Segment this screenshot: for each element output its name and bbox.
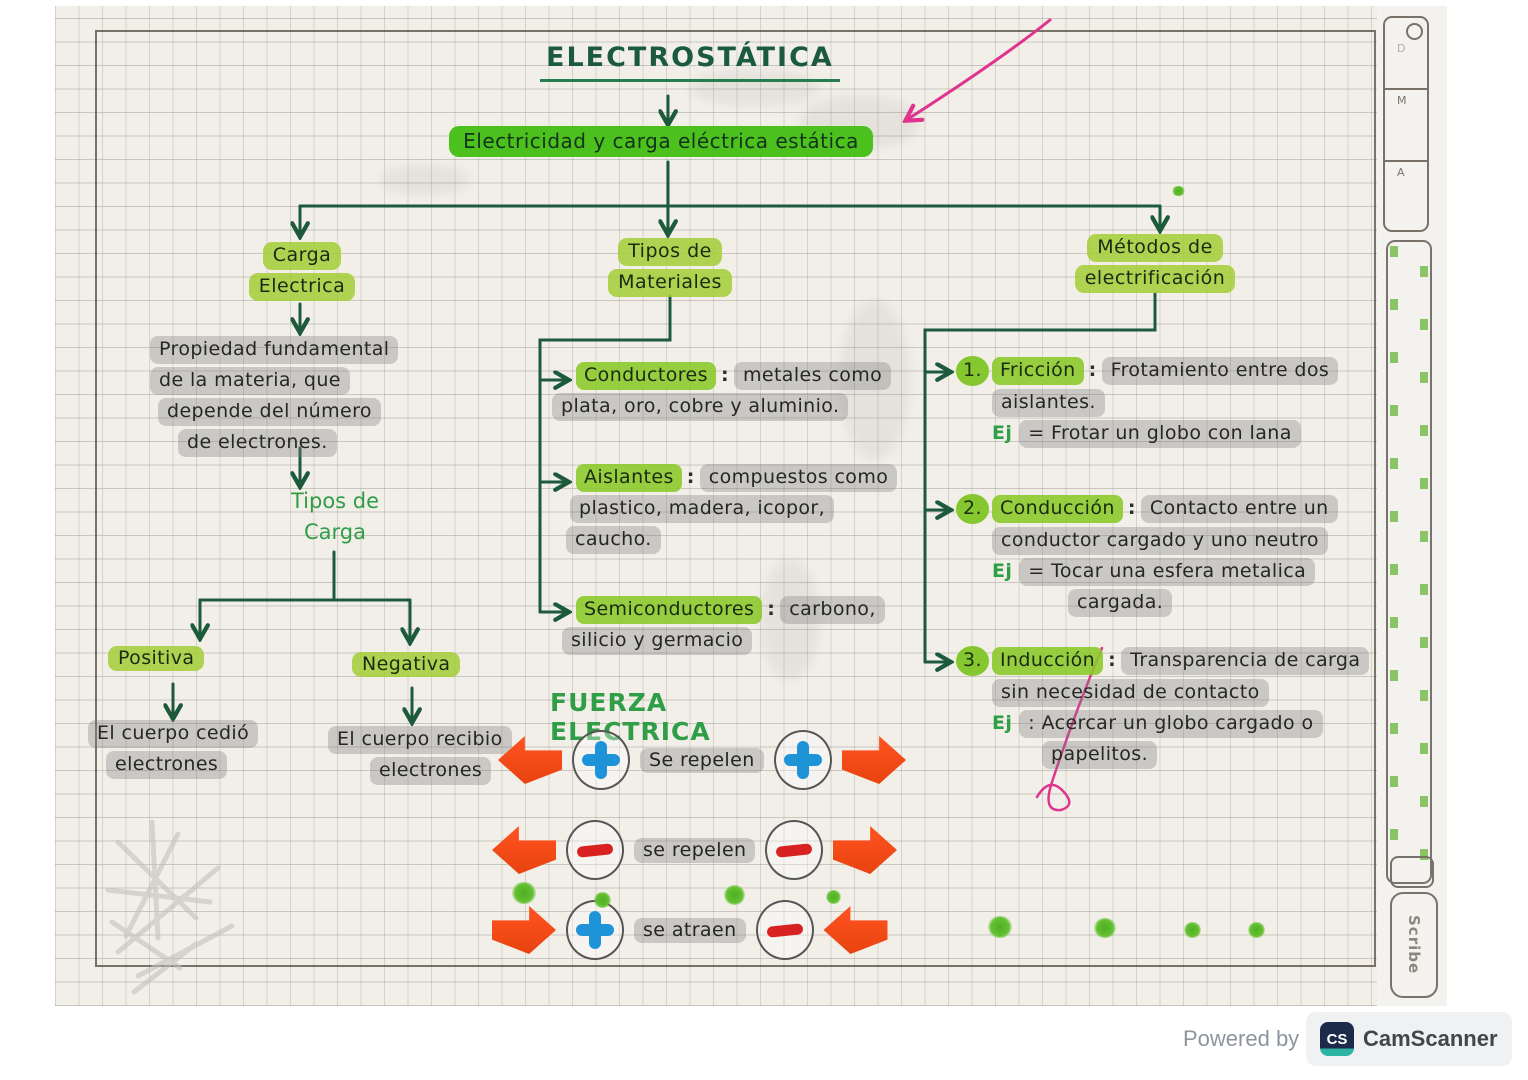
scribe-brand-text: Scribe — [1405, 915, 1423, 975]
smudge — [760, 560, 820, 680]
minus-charge-icon — [755, 900, 814, 960]
date-letter-d: D — [1397, 42, 1406, 55]
camscanner-watermark: CS CamScanner — [1306, 1012, 1512, 1066]
material-item-aislantes: Aislantes:compuestos como plastico, made… — [566, 464, 898, 557]
edge-stub — [1390, 856, 1434, 888]
green-ink-blob — [1172, 186, 1185, 196]
date-letter-m: M — [1397, 94, 1407, 107]
green-ink-blob — [594, 892, 611, 908]
smudge — [380, 165, 470, 195]
root-node-text: Electricidad y carga eléctrica estática — [449, 126, 873, 157]
green-ink-blob — [1184, 922, 1201, 938]
minus-charge-icon — [566, 820, 624, 880]
plus-charge-icon — [773, 730, 832, 790]
notebook-edge-strip — [1377, 6, 1447, 1006]
positive-label: Positiva — [108, 646, 205, 671]
force-arrow-right-icon — [842, 736, 906, 784]
minus-charge-icon — [765, 820, 824, 880]
green-ink-blob — [1248, 922, 1265, 938]
force-arrow-left-icon — [498, 736, 562, 784]
branch-heading-metodos: Métodos de electrificación — [1030, 234, 1280, 296]
material-item-conductores: Conductores:metales como plata, oro, cob… — [552, 362, 892, 424]
green-ink-blob — [1094, 918, 1116, 938]
page-title: ELECTROSTÁTICA — [540, 42, 840, 82]
smudge — [840, 300, 910, 460]
material-item-semiconductores: Semiconductores:carbono, silicio y germa… — [562, 596, 885, 658]
root-node: Electricidad y carga eléctrica estática — [415, 126, 907, 157]
date-tab-box: D M A — [1383, 16, 1429, 232]
hole-circle-icon — [1406, 23, 1423, 40]
charge-row-repel-positive: Se repelen — [498, 730, 906, 790]
negative-description: El cuerpo recibio electrones — [328, 726, 512, 788]
date-letter-a: A — [1397, 166, 1405, 179]
force-arrow-right-icon — [833, 826, 897, 874]
charge-row-attract: se atraen — [492, 900, 888, 960]
positive-description: El cuerpo cedió electrones — [88, 720, 259, 782]
charge-row-repel-negative: se repelen — [492, 820, 897, 880]
page-border — [95, 30, 1376, 967]
method-item-induccion: 3.Inducción:Transparencia de carga sin n… — [956, 646, 1370, 772]
method-item-conduccion: 2.Conducción:Contacto entre un conductor… — [956, 494, 1338, 620]
fuerza-electrica-heading: FUERZA ELECTRICA — [550, 688, 711, 746]
force-arrow-right-icon — [492, 906, 556, 954]
powered-by-text: Powered by — [1183, 1026, 1300, 1051]
row-label: Se repelen — [640, 747, 764, 773]
row-label: se repelen — [634, 837, 756, 863]
carga-description: Propiedad fundamental de la materia, que… — [150, 336, 399, 460]
force-arrow-left-icon — [492, 826, 556, 874]
branch-heading-carga: Carga Electrica — [222, 242, 382, 304]
green-ink-blob — [512, 882, 536, 904]
binding-strip — [1386, 240, 1432, 884]
green-ink-blob — [724, 885, 745, 905]
camscanner-brand-text: CamScanner — [1363, 1026, 1498, 1051]
scribe-brand-badge: Scribe — [1390, 892, 1438, 998]
green-ink-blob — [826, 890, 841, 904]
method-item-friccion: 1.Fricción:Frotamiento entre dos aislant… — [956, 356, 1339, 451]
tipos-de-carga-heading: Tipos de Carga — [290, 489, 380, 544]
branch-heading-materiales: Tipos de Materiales — [580, 238, 760, 300]
graph-paper — [55, 6, 1377, 1006]
page-title-text: ELECTROSTÁTICA — [540, 42, 840, 82]
force-arrow-left-icon — [823, 906, 888, 954]
plus-charge-icon — [572, 730, 630, 790]
smudge — [690, 70, 820, 106]
camscanner-logo-icon: CS — [1320, 1022, 1354, 1056]
plus-charge-icon — [566, 900, 624, 960]
green-ink-blob — [988, 916, 1012, 938]
row-label: se atraen — [634, 917, 746, 943]
negative-label: Negativa — [352, 652, 461, 677]
